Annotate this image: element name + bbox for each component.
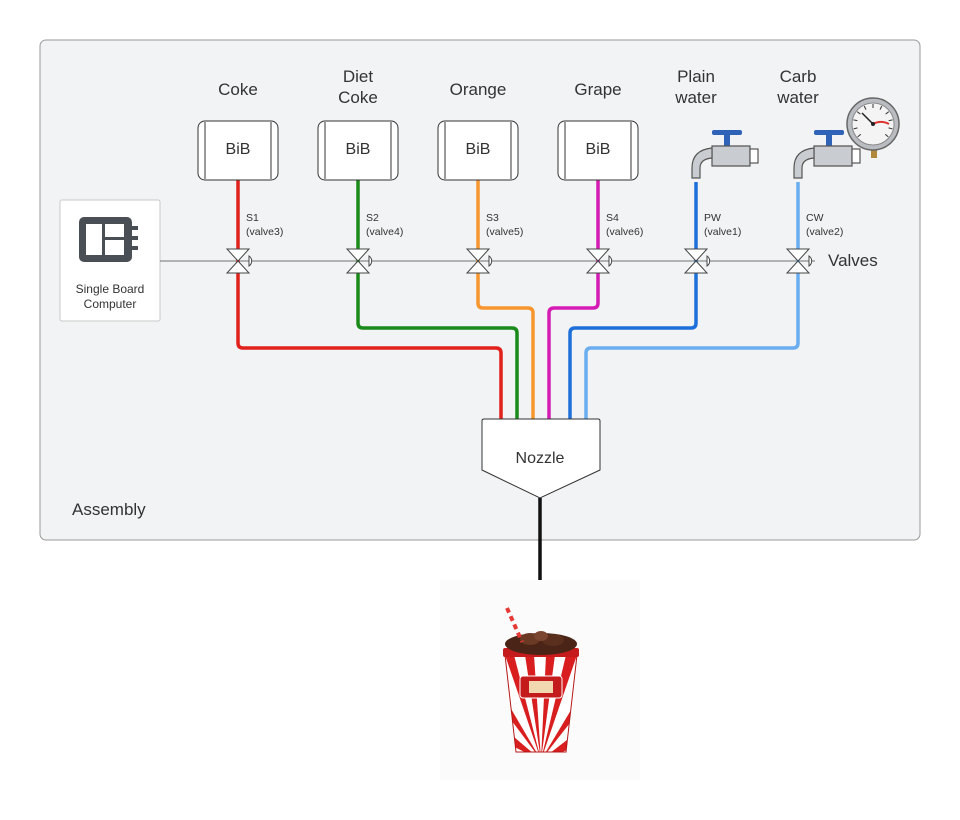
source-name: Carb bbox=[780, 67, 817, 86]
source-name-line2: Coke bbox=[338, 88, 378, 107]
computer-label-line2: Computer bbox=[84, 297, 137, 311]
bib-container: BiB bbox=[197, 120, 279, 181]
valve-name-label: (valve3) bbox=[246, 226, 283, 238]
pipe-carb-water bbox=[584, 182, 800, 419]
valve-name-label: (valve2) bbox=[806, 226, 843, 238]
bib-container: BiB bbox=[437, 120, 519, 181]
pipe-plain-water bbox=[568, 182, 698, 419]
valve-id-label: CW bbox=[806, 212, 824, 224]
valve-s4 bbox=[585, 248, 613, 274]
assembly-panel bbox=[39, 39, 921, 541]
valve-name-label: (valve6) bbox=[606, 226, 643, 238]
single-board-computer: Single Board Computer bbox=[59, 199, 161, 322]
pipe-coke bbox=[236, 180, 503, 419]
valve-name-label: (valve5) bbox=[486, 226, 523, 238]
bib-label: BiB bbox=[586, 141, 611, 158]
source-name: Orange bbox=[450, 80, 507, 99]
source-name: Coke bbox=[218, 80, 258, 99]
valve-id-label: S3 bbox=[486, 212, 499, 224]
bib-label: BiB bbox=[346, 141, 371, 158]
valve-name-label: (valve1) bbox=[704, 226, 741, 238]
chip-icon bbox=[79, 217, 138, 262]
bib-label: BiB bbox=[226, 141, 251, 158]
nozzle-label: Nozzle bbox=[516, 450, 565, 467]
valve-id-label: S4 bbox=[606, 212, 619, 224]
source-name: Grape bbox=[574, 80, 621, 99]
valve-s1 bbox=[225, 248, 253, 274]
pipe-grape bbox=[547, 180, 600, 419]
source-name-line2: water bbox=[776, 88, 819, 107]
nozzle: Nozzle bbox=[481, 418, 601, 499]
valve-s3 bbox=[465, 248, 493, 274]
valves-label: Valves bbox=[828, 251, 878, 270]
assembly-label: Assembly bbox=[72, 500, 146, 519]
faucet-icon bbox=[691, 130, 759, 179]
bib-container: BiB bbox=[317, 120, 399, 181]
source-name-line2: water bbox=[674, 88, 717, 107]
pipe-orange bbox=[476, 180, 535, 419]
valve-id-label: S1 bbox=[246, 212, 259, 224]
computer-label-line1: Single Board bbox=[76, 282, 145, 296]
source-name: Plain bbox=[677, 67, 715, 86]
valve-name-label: (valve4) bbox=[366, 226, 403, 238]
pipes bbox=[236, 180, 800, 419]
pressure-gauge-icon bbox=[846, 97, 900, 158]
valve-s2 bbox=[345, 248, 373, 274]
valve-cw bbox=[785, 248, 813, 274]
pipe-diet-coke bbox=[356, 180, 519, 419]
bib-label: BiB bbox=[466, 141, 491, 158]
bib-container: BiB bbox=[557, 120, 639, 181]
valve-pw bbox=[683, 248, 711, 274]
faucet-icon bbox=[793, 130, 861, 179]
valve-id-label: S2 bbox=[366, 212, 379, 224]
soda-cup-icon bbox=[440, 580, 640, 780]
source-name: Diet bbox=[343, 67, 374, 86]
valve-id-label: PW bbox=[704, 212, 721, 224]
